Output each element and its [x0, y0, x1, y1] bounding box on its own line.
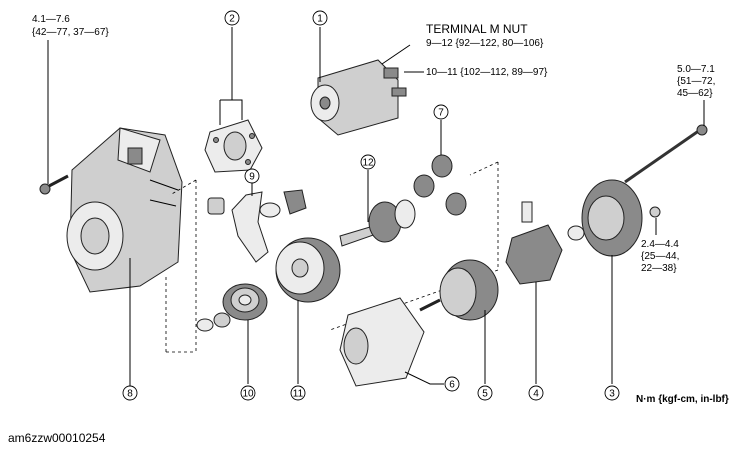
- terminal-nut-torque: 10—11 {102—112, 89—97}: [426, 67, 548, 78]
- pinion-gear: [196, 283, 268, 332]
- armature: [419, 259, 499, 321]
- svg-text:9: 9: [249, 172, 255, 183]
- through-bolt-torque-2: {51—72,: [677, 76, 715, 87]
- rear-cover: [567, 179, 661, 257]
- through-bolt-torque-1: 5.0—7.1: [677, 64, 715, 75]
- gasket-plate: [204, 119, 263, 173]
- svg-text:2: 2: [229, 14, 235, 25]
- callout-5: 5: [477, 385, 493, 401]
- svg-text:10: 10: [242, 389, 254, 400]
- svg-text:4: 4: [533, 389, 539, 400]
- svg-text:1: 1: [317, 14, 323, 25]
- yoke: [339, 297, 425, 387]
- planet-gears: [413, 154, 467, 216]
- brush-screw-torque-2: {25—44,: [641, 251, 679, 262]
- callout-10: 10: [240, 385, 256, 401]
- callout-11: 11: [290, 385, 306, 401]
- svg-text:3: 3: [609, 389, 615, 400]
- shift-lever: [207, 189, 307, 263]
- callout-8: 8: [122, 385, 138, 401]
- bolt-housing-torque-2: {42—77, 37—67}: [32, 27, 109, 38]
- planet-shaft: [339, 199, 416, 247]
- svg-text:12: 12: [362, 158, 374, 169]
- callout-7: 7: [433, 104, 449, 120]
- callout-4: 4: [528, 385, 544, 401]
- bolt-housing-torque-1: 4.1—7.6: [32, 14, 70, 25]
- callout-1: 1: [312, 10, 328, 26]
- callout-9: 9: [244, 168, 260, 184]
- internal-gear: [275, 237, 341, 303]
- figure-id: am6zzw00010254: [8, 431, 106, 445]
- callout-12: 12: [360, 154, 376, 170]
- brush-holder: [505, 201, 563, 285]
- svg-text:8: 8: [127, 389, 133, 400]
- through-bolt: [624, 124, 708, 184]
- brush-screw-torque-3: 22—38}: [641, 263, 677, 274]
- solenoid: [310, 59, 407, 136]
- svg-text:5: 5: [482, 389, 488, 400]
- terminal-m-nut-torque: 9—12 {92—122, 80—106}: [426, 38, 544, 49]
- terminal-m-nut-label: TERMINAL M NUT: [426, 22, 528, 36]
- callout-3: 3: [604, 385, 620, 401]
- through-bolt-torque-3: 45—62}: [677, 88, 713, 99]
- housing-bolt: [39, 174, 69, 195]
- svg-text:11: 11: [293, 389, 304, 400]
- brush-screw-torque-1: 2.4—4.4: [641, 239, 679, 250]
- drive-housing: [66, 127, 183, 293]
- svg-text:7: 7: [438, 108, 444, 119]
- callout-2: 2: [224, 10, 240, 26]
- units-note: N·m {kgf-cm, in-lbf}: [636, 394, 729, 405]
- callout-6: 6: [444, 376, 460, 392]
- svg-text:6: 6: [449, 380, 455, 391]
